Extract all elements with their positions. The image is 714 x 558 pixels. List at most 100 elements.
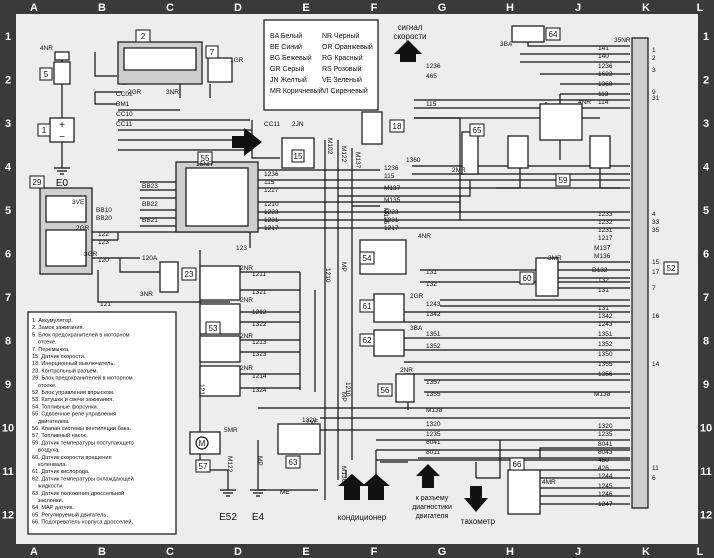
wire-label-w1243: 1243 [426, 301, 441, 308]
code-3ba: 3BA [500, 41, 513, 48]
component-legend-line: 52. Блок управления впрыском. [32, 390, 115, 396]
grid-col-bottom-B: B [98, 546, 106, 558]
component-53: 53 [199, 265, 241, 397]
grid-row-right-5: 5 [703, 205, 709, 217]
pin-p_right_7: 7 [652, 285, 656, 292]
component-legend-line: 65. Регулируемый двигатель. [32, 511, 108, 518]
svg-text:64: 64 [549, 30, 558, 39]
wire-label-w1213: 1213 [252, 339, 267, 346]
grid-col-bottom-C: C [166, 546, 174, 558]
wire-label-w1210v: 1210 [324, 268, 331, 283]
speed-arrow-icon [394, 40, 422, 62]
wire-label-r_1236b: 1236 [384, 165, 399, 172]
color-legend-item: OR Оранжевый [322, 43, 373, 51]
pin-p_right_2: 2 [652, 55, 656, 62]
wire-label-b_1236: 1236 [598, 63, 613, 70]
wire-label-m122v: M122 [226, 456, 233, 473]
wire-label-p_426: 426 [598, 465, 609, 472]
code-2mr: 2MR [452, 167, 466, 174]
component-legend-line: 53. Катушки и свечи зажигания. [32, 397, 114, 403]
wire-label-w123b: 123 [236, 245, 247, 252]
wire-label-m102: M102 [326, 138, 333, 155]
component-legend-line: 1. Аккумулятор. [32, 318, 73, 324]
code-2nr-56: 2NR [400, 367, 413, 374]
wire-label-w1223: 1223 [264, 209, 279, 216]
component-legend-line: 29. Блок предохранителей в моторном [32, 375, 133, 382]
svg-text:59: 59 [559, 176, 568, 185]
code-1gr: 1GR [230, 57, 244, 64]
grid-col-G: G [438, 2, 447, 14]
wire-label-mp1: MP [256, 456, 263, 466]
wire-label-w123: 123 [98, 239, 109, 246]
color-legend-item: BA Белый [270, 32, 302, 40]
diag-label-1: к разъему [416, 495, 449, 502]
wire-label-cc11: CC11 [116, 121, 133, 128]
wire-label-p_1352: 1352 [598, 341, 613, 348]
component-52-tag [663, 261, 679, 275]
component-7: 7 [205, 45, 233, 83]
component-legend-line: отсеке. [38, 383, 57, 389]
svg-text:7: 7 [210, 48, 215, 57]
code-2gr-61: 2GR [410, 293, 424, 300]
component-57: M 57 [189, 431, 221, 473]
wire-label-w1352: 1352 [426, 343, 441, 350]
wire-label-w121: 121 [100, 301, 111, 308]
wire-label-w8011: 8011 [426, 449, 440, 456]
svg-text:E4: E4 [252, 512, 265, 523]
code-3mr: 3MR [548, 255, 562, 262]
speed-signal-label-1: сигнал [398, 23, 423, 32]
component-2: 2 [117, 29, 203, 85]
component-66: 66 [507, 457, 541, 515]
color-legend-item: MR Коричневый [270, 87, 323, 95]
svg-text:61: 61 [363, 302, 372, 311]
component-63: 63 [277, 423, 321, 469]
component-legend-line: 56. Клапан системы вентиляции бака. [32, 426, 131, 432]
tachometer-label: тахометр [461, 517, 496, 526]
code-120a: 120A [142, 255, 158, 262]
wire-label-r_115: 115 [426, 101, 437, 108]
wire-label-p_1233: 1233 [598, 211, 613, 218]
pin-p_right_16: 16 [652, 313, 660, 320]
code-3gr: 3GR [84, 251, 98, 258]
wire-label-p_m136: M136 [594, 253, 611, 260]
component-52-label: 52 [667, 264, 676, 273]
wire-label-w1323: 1323 [252, 351, 267, 358]
left-grid-bar [0, 0, 16, 558]
grid-col-bottom-E: E [302, 546, 309, 558]
color-legend-box [263, 19, 379, 111]
wire-label-w1231: 1231 [264, 217, 279, 224]
ground-e52: E52 [219, 489, 237, 523]
component-65: 65 [461, 123, 485, 175]
wire-label-p_1232: 1232 [598, 219, 613, 226]
color-legend-item: NR Черный [322, 32, 359, 40]
grid-row-5: 5 [5, 205, 11, 217]
arrow-right-icon [232, 128, 262, 156]
component-legend-line: 7. Перемычка. [32, 347, 70, 353]
component-legend-line: 63. Датчик положения дроссельной [32, 490, 124, 497]
component-29: 29 [29, 175, 93, 275]
svg-text:E52: E52 [219, 512, 237, 523]
wire-label-p_131: 131 [598, 287, 609, 294]
grid-col-D: D [234, 2, 242, 14]
svg-text:62: 62 [363, 336, 372, 345]
svg-text:66: 66 [513, 460, 522, 469]
grid-row-right-1: 1 [703, 31, 709, 43]
code-4mr: 4MR [542, 479, 556, 486]
component-legend-line: 18. Инерционный выключатель. [32, 360, 115, 367]
wire-label-b_141: 141 [598, 45, 609, 52]
grid-row-11: 11 [2, 466, 14, 478]
grid-row-right-7: 7 [703, 292, 709, 304]
code-15nr: 15NR [196, 161, 213, 168]
wire-label-cc01: CC01 [116, 91, 133, 98]
wire-label-w1342: 1342 [426, 311, 441, 318]
component-23: 23 [159, 261, 197, 293]
component-legend-line: 62. Датчик температуры охлаждающей [32, 475, 134, 482]
wire-label-r_1231: 1231 [384, 217, 399, 224]
wire-label-m135: M135 [382, 208, 389, 225]
grid-col-K: K [642, 2, 650, 14]
component-legend-line: 59. Датчик температуры поступающего [32, 440, 134, 446]
grid-row-1: 1 [5, 31, 11, 43]
wire-label-mpv: MP [340, 392, 347, 402]
wire-label-p_1356: 1356 [598, 371, 613, 378]
code-2ve: 2VE [306, 419, 319, 426]
